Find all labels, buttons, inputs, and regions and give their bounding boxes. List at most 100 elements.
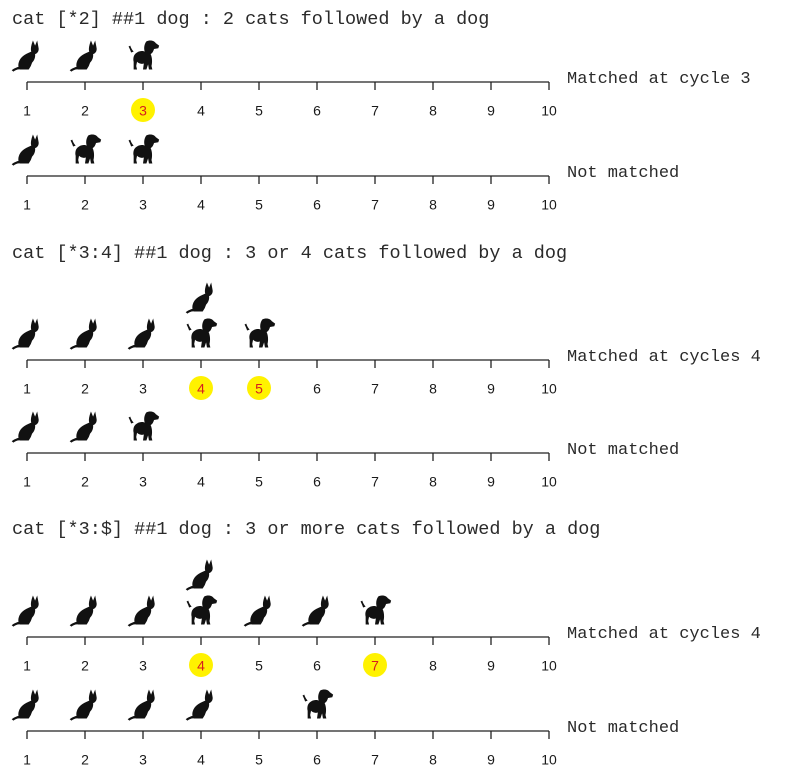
tick-label: 10 (541, 658, 557, 674)
tick-label: 10 (541, 381, 557, 397)
tick-label: 10 (541, 197, 557, 213)
tick-label: 3 (139, 658, 147, 674)
tick-label: 1 (23, 197, 31, 213)
cat-icon (11, 40, 39, 72)
cycle-axis: 1 2 3 4 5 6 7 8 9 10 (23, 636, 557, 677)
tick-label: 10 (541, 474, 557, 490)
tick-label: 1 (23, 381, 31, 397)
tick-label: 3 (139, 752, 147, 768)
tick-label: 2 (81, 474, 89, 490)
tick-label: 8 (429, 658, 437, 674)
match-highlight (189, 653, 213, 677)
tick-label: 5 (255, 197, 263, 213)
tick-label: 4 (197, 197, 205, 213)
tick-label: 3 (139, 474, 147, 490)
tick-label: 9 (487, 197, 495, 213)
dog-icon (128, 134, 160, 164)
tick-label: 9 (487, 474, 495, 490)
cat-icon (11, 595, 39, 627)
cat-icon (69, 689, 97, 721)
cat-icon (127, 689, 155, 721)
tick-label: 1 (23, 752, 31, 768)
cat-icon (11, 411, 39, 443)
match-highlight (131, 98, 155, 122)
tick-label: 8 (429, 752, 437, 768)
cat-icon (69, 318, 97, 350)
cat-icon (69, 595, 97, 627)
cat-icon (69, 411, 97, 443)
tick-label: 2 (81, 658, 89, 674)
tick-label: 6 (313, 103, 321, 119)
section-1: cat [*2] ##1 dog : 2 cats followed by a … (11, 9, 751, 213)
tick-label: 2 (81, 752, 89, 768)
tick-label: 2 (81, 103, 89, 119)
tick-label: 8 (429, 474, 437, 490)
match-highlight (189, 376, 213, 400)
dog-icon (302, 689, 334, 719)
tick-label: 6 (313, 474, 321, 490)
tick-label: 9 (487, 658, 495, 674)
dog-icon (360, 595, 392, 625)
tick-label: 3 (139, 381, 147, 397)
match-highlight (247, 376, 271, 400)
tick-label: 7 (371, 474, 379, 490)
section-title: cat [*2] ##1 dog : 2 cats followed by a … (12, 9, 489, 30)
tick-label: 10 (541, 103, 557, 119)
tick-label: 4 (197, 474, 205, 490)
section-2: cat [*3:4] ##1 dog : 3 or 4 cats followe… (11, 243, 761, 490)
match-result-label: Matched at cycles 4 (567, 625, 761, 644)
tick-label: 7 (371, 658, 379, 674)
cat-icon (69, 40, 97, 72)
tick-label: 4 (197, 103, 205, 119)
tick-label: 9 (487, 752, 495, 768)
dog-icon (128, 40, 160, 70)
tick-label: 2 (81, 197, 89, 213)
tick-label: 1 (23, 658, 31, 674)
match-highlight (363, 653, 387, 677)
match-result-label: Not matched (567, 441, 679, 460)
cat-icon (11, 318, 39, 350)
tick-label: 7 (371, 197, 379, 213)
dog-icon (70, 134, 102, 164)
cat-icon (243, 595, 271, 627)
cat-icon (11, 134, 39, 166)
match-result-label: Not matched (567, 719, 679, 738)
tick-label: 6 (313, 381, 321, 397)
tick-label: 5 (255, 658, 263, 674)
section-title: cat [*3:4] ##1 dog : 3 or 4 cats followe… (12, 243, 567, 264)
tick-label: 7 (371, 752, 379, 768)
match-result-label: Matched at cycle 3 (567, 70, 751, 89)
tick-label: 4 (197, 381, 205, 397)
tick-label: 10 (541, 752, 557, 768)
tick-label: 9 (487, 381, 495, 397)
section-title: cat [*3:$] ##1 dog : 3 or more cats foll… (12, 519, 600, 540)
cat-icon (127, 318, 155, 350)
tick-label: 6 (313, 658, 321, 674)
tick-label: 1 (23, 103, 31, 119)
match-result-label: Not matched (567, 164, 679, 183)
tick-label: 8 (429, 197, 437, 213)
tick-label: 6 (313, 752, 321, 768)
tick-label: 5 (255, 474, 263, 490)
tick-label: 5 (255, 381, 263, 397)
cat-icon (127, 595, 155, 627)
tick-label: 4 (197, 658, 205, 674)
tick-label: 8 (429, 103, 437, 119)
cat-icon (185, 559, 213, 591)
tick-label: 2 (81, 381, 89, 397)
tick-label: 4 (197, 752, 205, 768)
tick-label: 7 (371, 381, 379, 397)
dog-icon (128, 411, 160, 441)
dog-icon (186, 318, 218, 348)
cat-icon (185, 282, 213, 314)
cat-icon (11, 689, 39, 721)
